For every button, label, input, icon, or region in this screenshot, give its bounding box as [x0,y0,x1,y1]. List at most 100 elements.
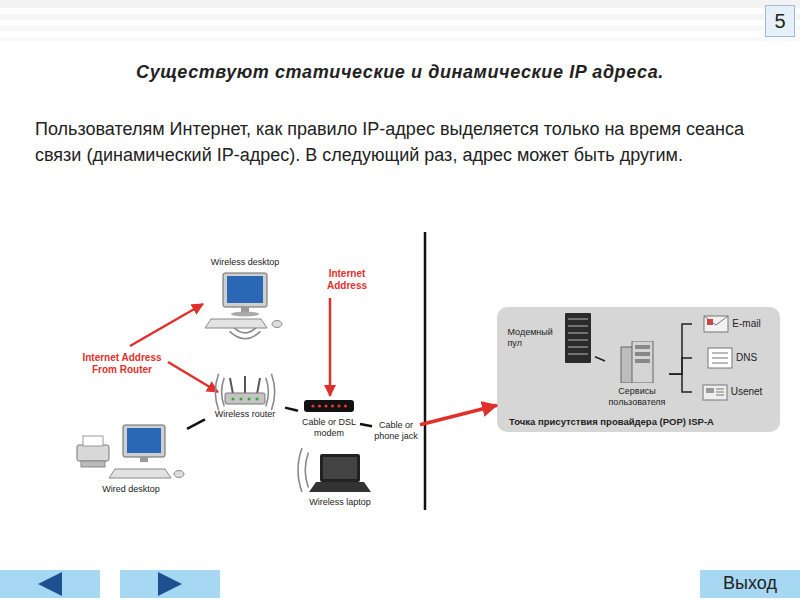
wired-part [109,469,171,478]
modem-part [318,404,321,407]
laptop-part [309,482,371,492]
modem-part [304,400,354,412]
leader-arrow [329,298,332,396]
top-stripe [0,26,800,31]
router-part [240,398,243,401]
node-label: DNS [736,352,757,364]
dns-part [708,348,732,368]
desk-icon [205,271,285,331]
pop-panel: Точка присутствия провайдера (POP) ISP-A… [497,307,780,432]
node-label: Модемный пул [508,327,560,349]
server-icon [620,341,654,383]
connection-arrow [420,405,497,424]
service-node: E-mail [692,313,772,335]
node-label: E-mail [732,318,760,330]
rack-part [568,318,588,320]
rack-part [565,313,591,363]
service-node: Usenet [692,381,772,403]
laptop-part [320,454,360,482]
modem-part [324,404,327,407]
nav-button [0,570,100,598]
mail-part [707,319,713,325]
node-label: 5 [774,9,785,33]
laptop-part [323,457,357,479]
slide-title: Существуют статические и динамические IP… [0,62,800,83]
mail-part [704,316,728,325]
cable-wire [360,424,372,426]
wired-part [77,445,109,461]
wireless-wave [230,331,261,338]
wireless-wave [215,374,218,410]
wireless-wave [266,378,269,407]
mail-icon [703,313,729,335]
news-part [706,388,714,393]
wired-part [174,471,184,478]
dns-part [712,363,728,364]
news-icon [702,381,728,403]
rack-part [568,339,588,341]
node-label: Wired desktop [102,484,160,495]
boundary-line [424,232,427,510]
nav-button [120,570,220,598]
top-stripe [0,14,800,20]
modem-icon [303,398,355,414]
mail-part [704,316,728,332]
modem-part [337,404,340,407]
service-link [669,358,692,374]
desk-part [227,276,263,303]
modem-pool: Модемный пул [505,313,595,363]
device-node: Wireless laptop [300,452,380,508]
callout-label: Internet Address [312,268,382,292]
modem-part [331,404,334,407]
body-text: Пользователям Интернет, как правило IP-а… [35,116,770,168]
rack-part [568,325,588,327]
nav-arrow [158,572,182,596]
service-link [669,374,692,392]
wired-part [140,457,148,462]
slide-number-box: 5 [765,5,795,37]
wireless-wave [271,374,274,410]
router-part [225,393,265,404]
router-part [256,398,259,401]
news-part [716,392,724,393]
node-label: Cable or phone jack [372,420,420,442]
callout-label: Internet Address From Router [74,352,170,376]
wireless-wave [305,452,308,487]
news-part [716,395,724,396]
wireless-wave [298,448,302,492]
cable-wire [285,408,298,411]
jack-node: Cable or phone jack [372,420,420,442]
news-part [716,389,724,390]
dns-part [712,358,728,359]
server-part [632,341,653,383]
device-node: Wired desktop [75,423,187,495]
desk-part [231,311,259,316]
leader-arrow [168,362,218,392]
wired-part [83,436,103,446]
device-node: Cable or DSL modem [298,398,360,439]
wireless-wave [234,328,256,333]
server-node: Сервисы пользователя [605,341,669,408]
cable-wire [187,419,205,429]
node-label: Сервисы пользователя [605,386,669,408]
node-label: Wireless router [215,409,276,420]
server-part [635,352,650,356]
desk-part [205,319,267,328]
wireless-wave [222,378,225,407]
laptop-icon [308,452,372,494]
dns-part [712,353,728,354]
router-part [248,398,251,401]
node-label: Cable or DSL modem [298,417,360,439]
device-node: Wireless desktop [200,257,290,331]
wired-part [127,428,161,453]
nav-arrow [38,572,62,596]
modem-part [311,404,314,407]
wired-icon [75,423,187,481]
rack-part [568,353,588,355]
cable-wire [595,357,605,361]
desk-part [272,320,282,327]
rack-icon [563,313,593,363]
dns-icon [707,347,733,369]
